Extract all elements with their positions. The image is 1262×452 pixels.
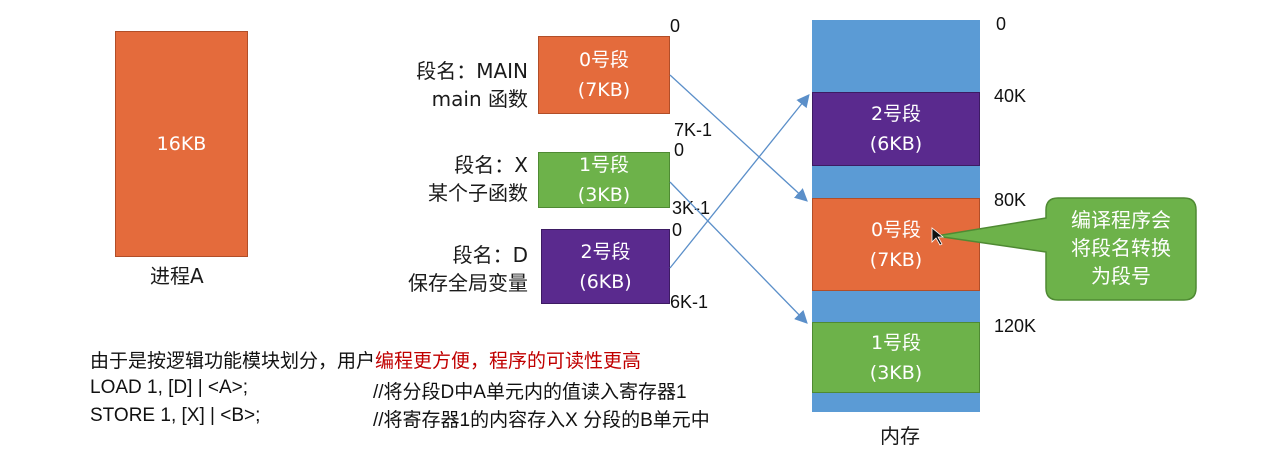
- segment-1-name: 段名：X 某个子函数: [370, 151, 528, 207]
- memory-address-40k: 40K: [994, 86, 1027, 106]
- segment-2-name-line1: 段名：D: [452, 243, 528, 267]
- logical-segment-2-size: (6KB): [579, 270, 632, 293]
- memory-block-segment-0: 0号段 (7KB): [812, 198, 980, 291]
- logical-segment-1-size: (3KB): [577, 184, 631, 206]
- arrow-segment-1-to-memory: [669, 181, 808, 324]
- memory-block-0-size: (7KB): [869, 248, 923, 271]
- memory-block-1-title: 1号段: [870, 331, 922, 354]
- logical-segment-2: 2号段 (6KB): [541, 229, 670, 304]
- segment-2-name-line2: 保存全局变量: [408, 271, 528, 295]
- segment-2-start: 0: [672, 220, 683, 240]
- note-line-1-prefix: 由于是按逻辑功能模块划分，用户: [90, 350, 376, 372]
- memory-address-80k: 80K: [994, 190, 1027, 210]
- memory-block-segment-1: 1号段 (3KB): [812, 322, 980, 393]
- memory-block-segment-2: 2号段 (6KB): [812, 92, 980, 166]
- store-comment: //将寄存器1的内容存入X 分段的B单元中: [373, 410, 710, 431]
- segment-0-name-line2: main 函数: [431, 87, 528, 111]
- note-line-1-highlight: 编程更方便，程序的可读性更高: [375, 350, 642, 372]
- callout-line1: 编译程序会: [1071, 208, 1171, 232]
- callout-line2: 将段名转换: [1071, 236, 1171, 260]
- memory-address-120k: 120K: [994, 316, 1037, 336]
- memory-block-0-title: 0号段: [870, 218, 922, 241]
- segment-2-end: 6K-1: [670, 292, 709, 312]
- segment-1-start: 0: [674, 140, 685, 160]
- logical-segment-0-title: 0号段: [578, 49, 630, 71]
- callout-text: 编译程序会 将段名转换 为段号: [1050, 206, 1192, 290]
- segment-2-name: 段名：D 保存全局变量: [350, 241, 528, 297]
- process-size-label: 16KB: [156, 133, 207, 155]
- memory-address-0: 0: [996, 14, 1007, 34]
- segment-0-start: 0: [670, 16, 681, 36]
- arrow-segment-2-to-memory: [669, 93, 810, 269]
- segment-0-name-line1: 段名：MAIN: [416, 59, 528, 83]
- memory-caption: 内存: [880, 424, 920, 448]
- segment-0-name: 段名：MAIN main 函数: [370, 57, 528, 113]
- logical-segment-2-title: 2号段: [580, 240, 631, 263]
- store-instruction: STORE 1, [X] | <B>;: [90, 405, 261, 426]
- arrow-segment-0-to-memory: [669, 74, 808, 202]
- load-comment: //将分段D中A单元内的值读入寄存器1: [373, 382, 687, 403]
- process-caption: 进程A: [150, 264, 204, 288]
- logical-segment-0-size: (7KB): [577, 79, 631, 101]
- process-a-block: 16KB: [115, 31, 248, 257]
- logical-segment-1-title: 1号段: [578, 154, 630, 176]
- mouse-cursor-icon: [931, 227, 945, 246]
- logical-segment-0: 0号段 (7KB): [538, 36, 670, 114]
- logical-segment-1: 1号段 (3KB): [538, 152, 670, 208]
- segment-0-end: 7K-1: [674, 120, 713, 140]
- memory-block-2-size: (6KB): [869, 133, 923, 155]
- segment-1-name-line2: 某个子函数: [428, 181, 528, 205]
- load-instruction: LOAD 1, [D] | <A>;: [90, 377, 249, 398]
- segment-1-name-line1: 段名：X: [454, 153, 528, 177]
- note-line-1: 由于是按逻辑功能模块划分，用户编程更方便，程序的可读性更高: [90, 346, 641, 373]
- callout-bubble: [935, 197, 1197, 301]
- memory-block-2-title: 2号段: [870, 103, 922, 125]
- callout-line3: 为段号: [1091, 264, 1151, 288]
- memory-block-1-size: (3KB): [869, 361, 923, 384]
- memory-column: 2号段 (6KB) 0号段 (7KB) 1号段 (3KB): [812, 20, 980, 412]
